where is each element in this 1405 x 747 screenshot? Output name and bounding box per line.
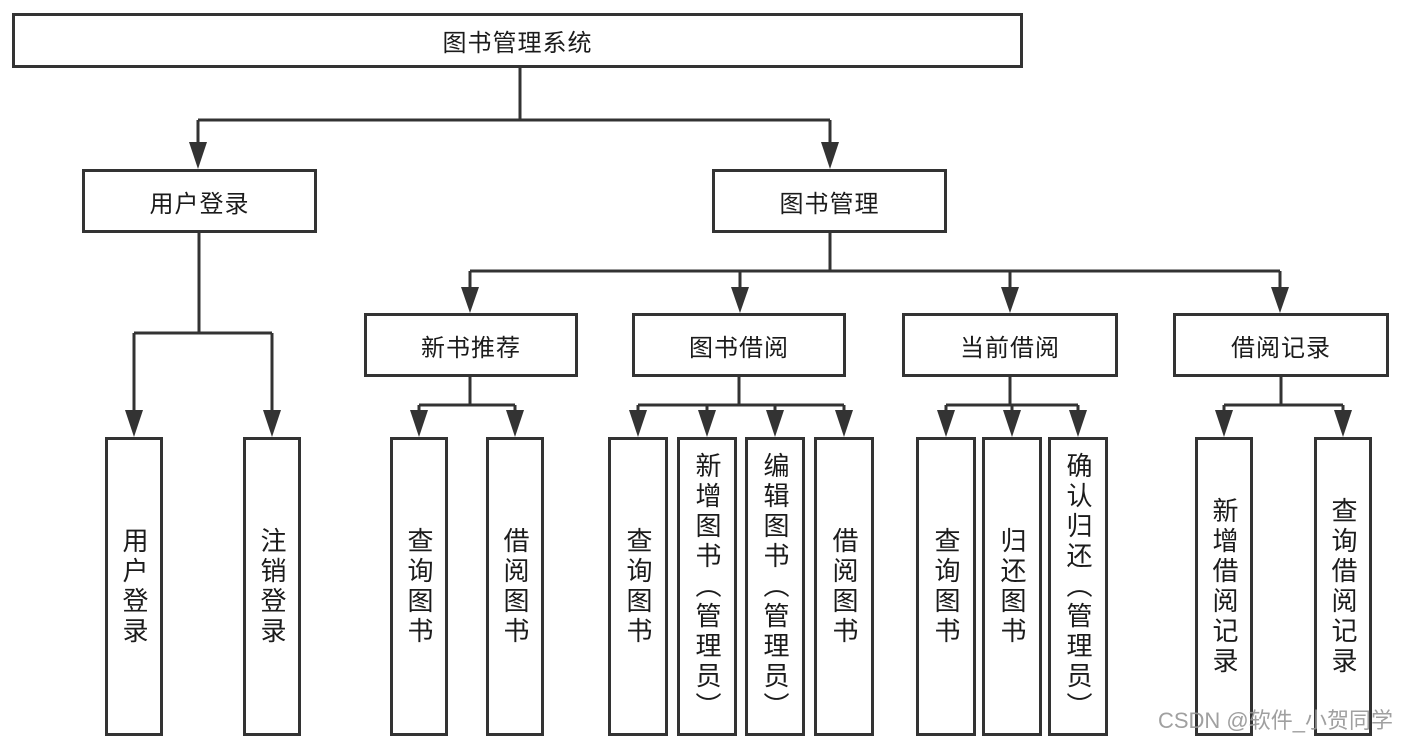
node-leaf-borrow-books-recommend: 借阅图书 [486, 437, 544, 736]
node-leaf-user-login: 用户登录 [105, 437, 163, 736]
node-label: 查询借阅记录 [1328, 496, 1358, 677]
node-leaf-query-borrow-record: 查询借阅记录 [1314, 437, 1372, 736]
node-leaf-query-books-current: 查询图书 [916, 437, 976, 736]
node-label: 图书借阅 [689, 334, 789, 362]
node-book-management: 图书管理 [712, 169, 947, 233]
node-label: 图书管理系统 [442, 30, 593, 57]
node-label: 新增图书（管理员） [692, 451, 722, 722]
node-label: 新增借阅记录 [1209, 496, 1239, 677]
node-label: 用户登录 [149, 190, 250, 218]
node-new-book-recommend: 新书推荐 [364, 313, 578, 377]
node-label: 借阅记录 [1231, 334, 1331, 362]
node-leaf-edit-books-admin: 编辑图书（管理员） [745, 437, 805, 736]
node-label: 查询图书 [404, 526, 434, 647]
node-leaf-confirm-return-admin: 确认归还（管理员） [1048, 437, 1108, 736]
node-leaf-query-books-recommend: 查询图书 [390, 437, 448, 736]
node-user-login: 用户登录 [82, 169, 317, 233]
node-label: 当前借阅 [960, 334, 1060, 362]
node-leaf-add-books-admin: 新增图书（管理员） [677, 437, 737, 736]
node-label: 查询图书 [931, 526, 961, 647]
node-label: 图书管理 [779, 190, 880, 218]
node-leaf-query-books-borrow: 查询图书 [608, 437, 668, 736]
node-label: 用户登录 [119, 526, 149, 647]
node-leaf-add-borrow-record: 新增借阅记录 [1195, 437, 1253, 736]
node-label: 新书推荐 [421, 334, 521, 362]
node-label: 借阅图书 [500, 526, 530, 647]
node-leaf-logout: 注销登录 [243, 437, 301, 736]
node-label: 借阅图书 [829, 526, 859, 647]
node-label: 注销登录 [257, 526, 287, 647]
node-leaf-return-books: 归还图书 [982, 437, 1042, 736]
node-label: 归还图书 [997, 526, 1027, 647]
node-borrow-records: 借阅记录 [1173, 313, 1389, 377]
node-label: 编辑图书（管理员） [760, 451, 790, 722]
node-root: 图书管理系统 [12, 13, 1023, 68]
node-current-borrow: 当前借阅 [902, 313, 1118, 377]
node-leaf-borrow-books: 借阅图书 [814, 437, 874, 736]
node-label: 确认归还（管理员） [1063, 451, 1093, 722]
node-label: 查询图书 [623, 526, 653, 647]
csdn-watermark: CSDN @软件_小贺同学 [1157, 708, 1393, 733]
node-book-borrow: 图书借阅 [632, 313, 846, 377]
